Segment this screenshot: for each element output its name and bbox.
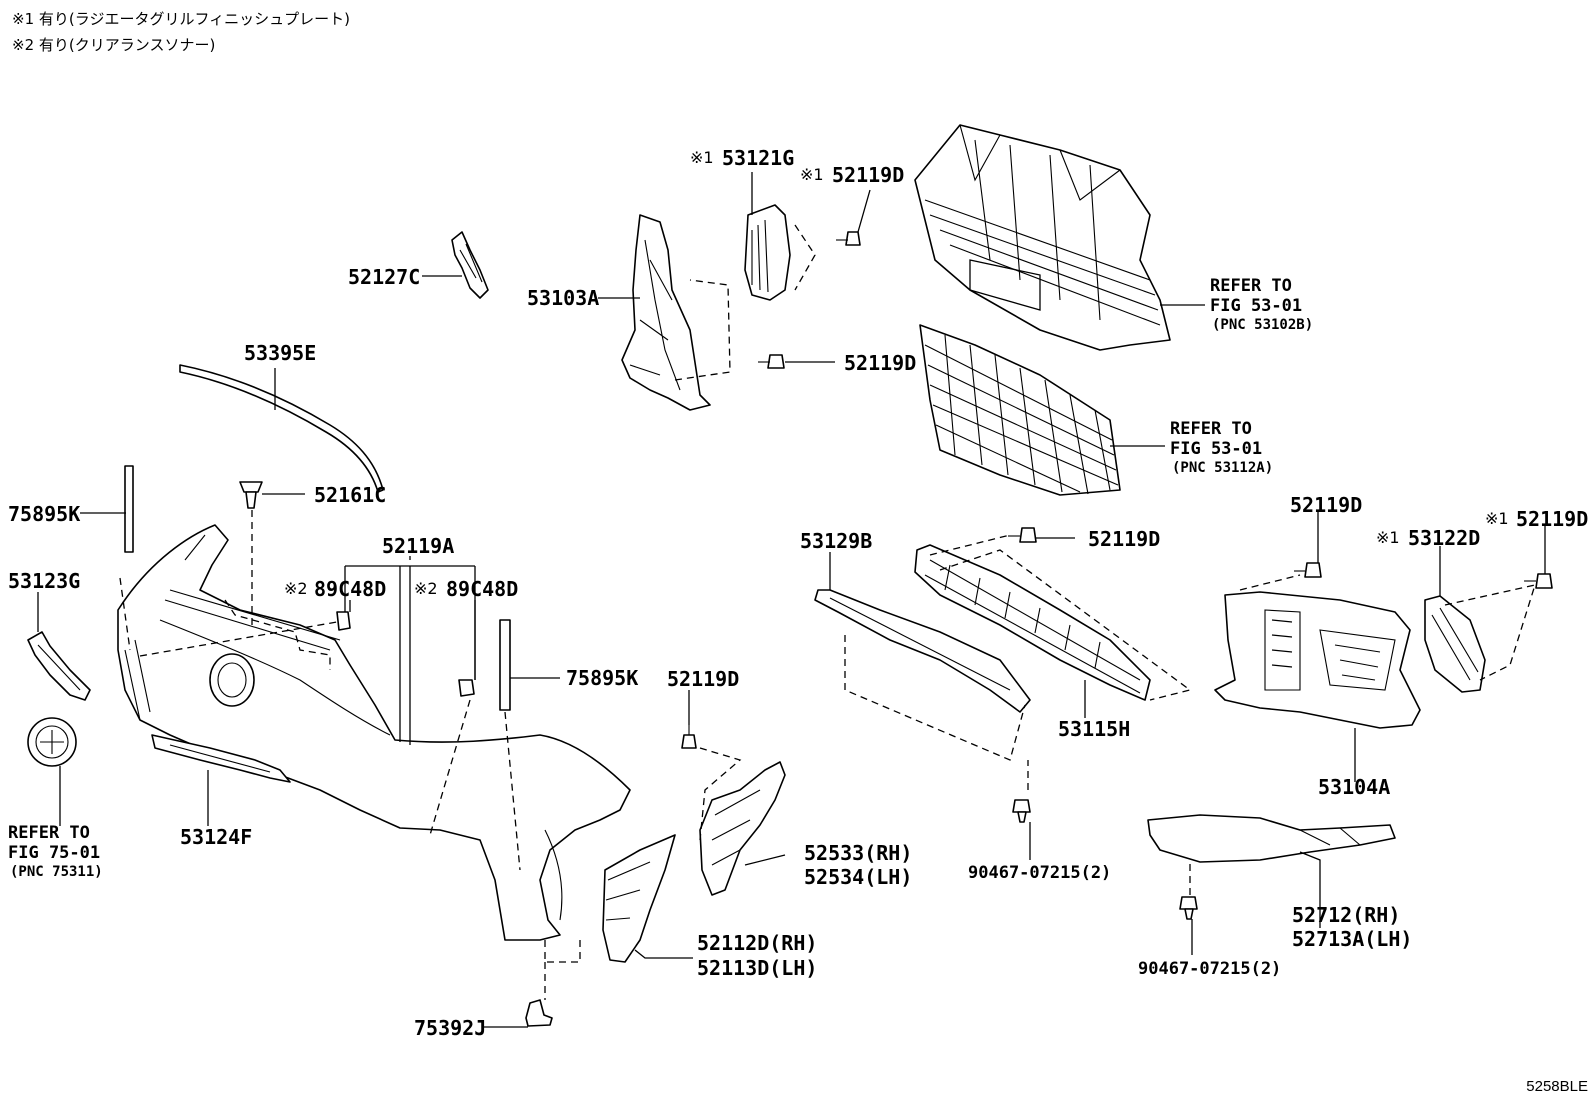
callout-52119D-f-mark: ※1: [1485, 509, 1509, 528]
bracket-53123G[interactable]: [27, 631, 91, 701]
callout-52534: 52534(LH): [804, 865, 912, 889]
sensor-holder-89C48D-a[interactable]: [336, 611, 351, 631]
note-1-mark: ※1: [12, 10, 35, 28]
callout-52119D-a: 52119D: [832, 163, 904, 187]
plate-53121G[interactable]: [744, 204, 791, 301]
callout-52119D-b: 52119D: [844, 351, 916, 375]
callout-53122D-mark: ※1: [1376, 528, 1400, 547]
callout-53121G-mark: ※1: [690, 148, 714, 167]
strip-75895K-left[interactable]: [124, 465, 134, 553]
strip-75895K-right[interactable]: [499, 619, 511, 711]
callout-53129B: 53129B: [800, 529, 872, 553]
molding-strip-53395E[interactable]: [179, 364, 384, 493]
ref-75311-line3: (PNC 75311): [10, 864, 103, 880]
callout-89C48D-a: 89C48D: [314, 577, 386, 601]
callout-53121G: 53121G: [722, 146, 794, 170]
callout-89C48D-b-mark: ※2: [414, 579, 438, 598]
callout-52119D-c: 52119D: [667, 667, 739, 691]
note-2: ※2 有り(クリアランスソナー): [12, 34, 215, 55]
emblem-75311: [27, 717, 77, 767]
bracket-53103A[interactable]: [621, 214, 711, 411]
bolt-52119D-mid[interactable]: [758, 354, 785, 369]
note-1-text: 有り(ラジエータグリルフィニッシュプレート): [38, 10, 351, 28]
garnish-53129B[interactable]: [814, 589, 1031, 713]
leader-lines: [37, 172, 1546, 1028]
callout-52161C: 52161C: [314, 483, 386, 507]
bolt-52119D-center[interactable]: [1008, 527, 1037, 543]
callout-53104A: 53104A: [1318, 775, 1390, 799]
bolt-52119D-lower-left[interactable]: [681, 725, 697, 749]
bolt-52119D-right-b[interactable]: [1524, 573, 1553, 589]
callout-90467-b: 90467-07215(2): [1138, 959, 1281, 979]
callout-52533: 52533(RH): [804, 841, 912, 865]
callout-52119A: 52119A: [382, 534, 454, 558]
bumper-cover-52119A[interactable]: [117, 524, 631, 941]
reference-53102B[interactable]: REFER TO FIG 53-01 (PNC 53102B): [1210, 276, 1313, 333]
callout-52112D: 52112D(RH): [697, 931, 817, 955]
callout-52127C: 52127C: [348, 265, 420, 289]
callout-53395E: 53395E: [244, 341, 316, 365]
side-cover-52112D[interactable]: [602, 834, 676, 963]
bracket-52127C[interactable]: [451, 231, 489, 299]
plate-53122D[interactable]: [1424, 595, 1486, 693]
callout-53123G: 53123G: [8, 569, 80, 593]
bracket-52533[interactable]: [699, 761, 786, 896]
ref-53102B-line3: (PNC 53102B): [1212, 317, 1313, 333]
dashed-assembly-lines: [119, 224, 1536, 1000]
ref-53102B-line2: FIG 53-01: [1210, 296, 1302, 316]
ref-75311-line2: FIG 75-01: [8, 843, 100, 863]
note-1: ※1 有り(ラジエータグリルフィニッシュプレート): [12, 8, 350, 29]
callout-53122D: 53122D: [1408, 526, 1480, 550]
reference-53112A[interactable]: REFER TO FIG 53-01 (PNC 53112A): [1170, 419, 1273, 476]
garnish-53124F[interactable]: [151, 734, 291, 783]
callout-53103A: 53103A: [527, 286, 599, 310]
ref-53102B-line1: REFER TO: [1210, 276, 1292, 296]
cover-52712[interactable]: [1147, 814, 1396, 863]
ref-53112A-line1: REFER TO: [1170, 419, 1252, 439]
bolt-52119D-top[interactable]: [836, 231, 861, 246]
sensor-holder-89C48D-b[interactable]: [458, 679, 475, 697]
note-2-text: 有り(クリアランスソナー): [38, 36, 216, 54]
clip-52161C[interactable]: [239, 481, 263, 509]
grille-assembly-53102B: [914, 124, 1171, 351]
reference-75311[interactable]: REFER TO FIG 75-01 (PNC 75311): [8, 823, 103, 880]
clip-75392J[interactable]: [525, 999, 553, 1027]
callout-53115H: 53115H: [1058, 717, 1130, 741]
callout-89C48D-a-mark: ※2: [284, 579, 308, 598]
ref-53112A-line2: FIG 53-01: [1170, 439, 1262, 459]
callout-53124F: 53124F: [180, 825, 252, 849]
clip-90467-b[interactable]: [1179, 896, 1198, 920]
callout-75895K-a: 75895K: [8, 502, 80, 526]
note-2-mark: ※2: [12, 36, 35, 54]
retainer-53115H[interactable]: [914, 544, 1151, 701]
figure-id: 5258BLE: [1526, 1078, 1588, 1095]
callout-52119D-a-mark: ※1: [800, 165, 824, 184]
callout-90467-a: 90467-07215(2): [968, 863, 1111, 883]
callout-89C48D-b: 89C48D: [446, 577, 518, 601]
callout-75895K-b: 75895K: [566, 666, 638, 690]
callout-75392J: 75392J: [414, 1016, 486, 1040]
ref-75311-line1: REFER TO: [8, 823, 90, 843]
callout-52119D-f: 52119D: [1516, 507, 1588, 531]
lower-grille-53104A[interactable]: [1214, 591, 1421, 729]
callout-52712: 52712(RH): [1292, 903, 1400, 927]
callout-52119D-d: 52119D: [1088, 527, 1160, 551]
ref-53112A-line3: (PNC 53112A): [1172, 460, 1273, 476]
callout-52113D: 52113D(LH): [697, 956, 817, 980]
clip-90467-a[interactable]: [1012, 799, 1031, 823]
grille-mesh-53112A: [919, 324, 1121, 496]
callout-52119D-e: 52119D: [1290, 493, 1362, 517]
callout-labels: ※1 53121G ※1 52119D 52127C 53103A 52119D…: [8, 146, 1588, 1040]
bolt-52119D-right-a[interactable]: [1294, 562, 1322, 578]
callout-52713A: 52713A(LH): [1292, 927, 1412, 951]
